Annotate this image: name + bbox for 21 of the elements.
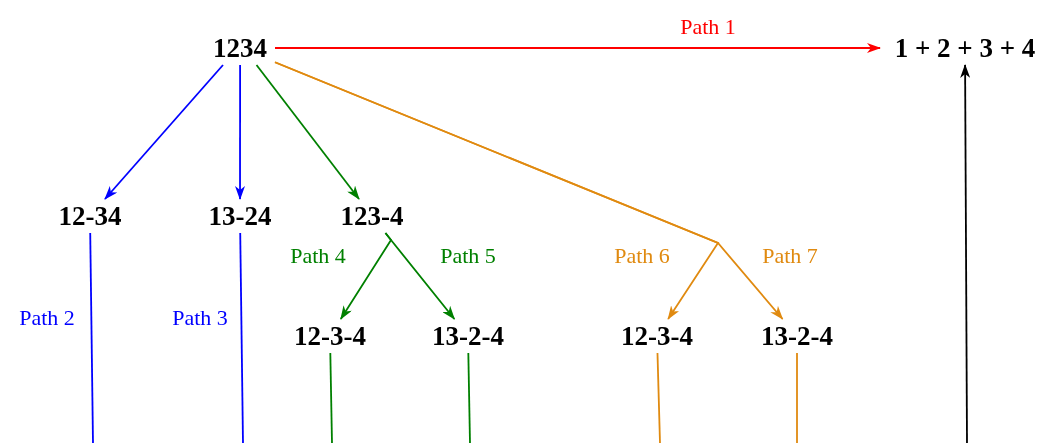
node-label: 123-4	[340, 200, 404, 232]
node-label: 12-3-4	[621, 320, 693, 352]
node-label: 12-34	[58, 200, 122, 232]
node-label: 1234	[213, 32, 267, 64]
node-label: 13-2-4	[432, 320, 504, 352]
node-label: 12-3-4	[294, 320, 366, 352]
line	[467, 352, 471, 443]
node-label: 13-24	[208, 200, 272, 232]
arrow	[104, 64, 224, 200]
line	[796, 352, 798, 443]
line	[239, 232, 244, 443]
arrow	[255, 64, 360, 200]
node-label: 1 + 2 + 3 + 4	[894, 32, 1036, 64]
arrow	[274, 43, 881, 53]
node-label: 13-2-4	[761, 320, 833, 352]
line	[656, 352, 661, 443]
line	[89, 232, 94, 443]
line	[329, 352, 333, 443]
line	[960, 64, 971, 443]
arrow	[235, 64, 245, 200]
arrow	[384, 232, 456, 320]
